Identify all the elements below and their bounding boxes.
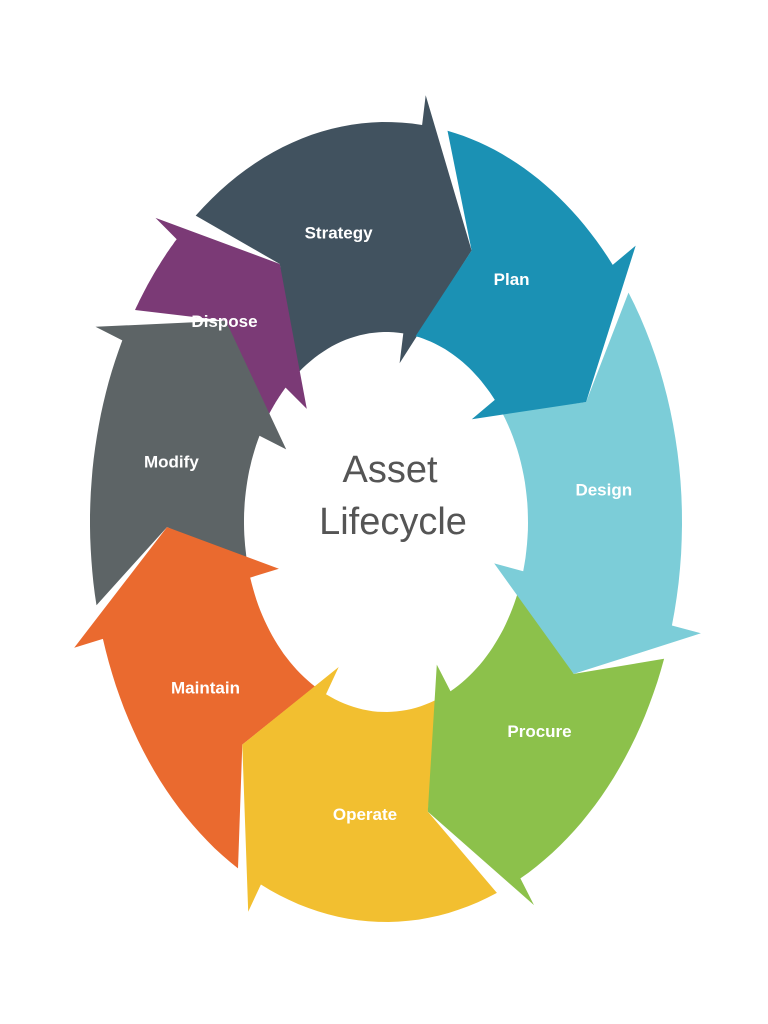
- segment-label-plan: Plan: [494, 270, 530, 289]
- center-title-line1: Asset: [342, 449, 437, 491]
- segment-dispose: [135, 217, 307, 422]
- segment-maintain: [74, 527, 315, 869]
- center-title: Asset Lifecycle: [319, 449, 467, 543]
- segment-label-dispose: Dispose: [191, 312, 257, 331]
- segment-label-strategy: Strategy: [305, 223, 374, 242]
- segment-label-operate: Operate: [333, 805, 397, 824]
- segment-design: [494, 292, 701, 674]
- cycle-segments: [74, 95, 701, 922]
- segment-plan: [415, 130, 636, 420]
- segment-modify: [90, 320, 287, 606]
- segment-procure: [427, 587, 665, 906]
- segment-strategy: [195, 95, 472, 377]
- center-title-line2: Lifecycle: [319, 501, 467, 543]
- segment-label-maintain: Maintain: [171, 679, 240, 698]
- segment-label-design: Design: [575, 481, 632, 500]
- segment-label-procure: Procure: [507, 722, 571, 741]
- segment-label-modify: Modify: [144, 453, 199, 472]
